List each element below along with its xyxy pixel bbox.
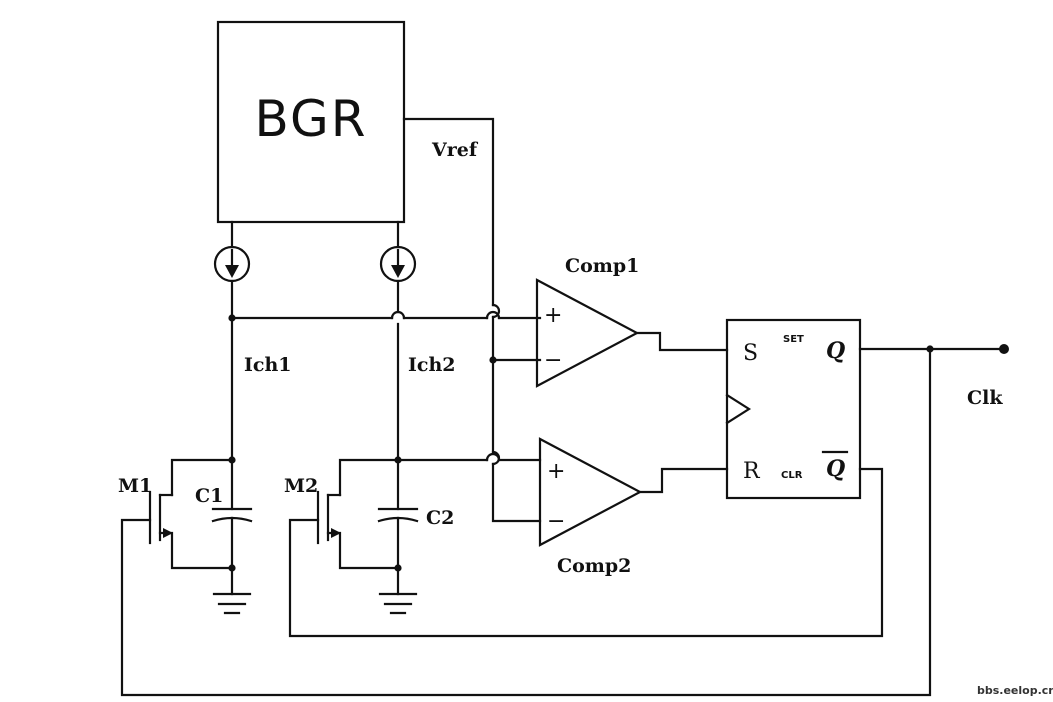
clk-terminal-dot	[999, 344, 1009, 354]
sr-flipflop: S SET Q R CLR Q	[725, 318, 862, 500]
watermark: bbs.eelop.cn	[977, 684, 1053, 697]
ff-qbar-pin: Q	[826, 456, 845, 482]
clk-label: Clk	[967, 387, 1003, 409]
comparator-1: + − Comp1	[535, 255, 729, 388]
ff-clr-label: CLR	[781, 470, 803, 481]
vref-junction-dot	[489, 356, 497, 364]
c1-capacitor: C1	[195, 458, 253, 596]
ground-1	[212, 592, 252, 615]
ff-s-pin: S	[743, 341, 758, 366]
ground-2	[378, 592, 418, 615]
vref-wire: Vref	[402, 117, 542, 523]
m1-label: M1	[118, 475, 152, 497]
c1-label: C1	[195, 485, 223, 507]
comp2-label: Comp2	[557, 555, 631, 577]
comparator-2: + − Comp2	[538, 437, 729, 577]
m2-transistor: M2	[284, 458, 884, 638]
ich2-wire: Ich2	[394, 279, 542, 464]
ich2-label: Ich2	[408, 354, 456, 376]
bgr-block: BGR	[216, 20, 406, 224]
comp1-plus-sign: +	[544, 303, 562, 328]
comp1-label: Comp1	[565, 255, 639, 277]
comp2-plus-sign: +	[547, 459, 565, 484]
c2-capacitor: C2	[377, 458, 454, 596]
current-source-1	[213, 220, 251, 320]
comp2-minus-sign: −	[547, 509, 565, 534]
vref-label: Vref	[431, 139, 479, 161]
bgr-label: BGR	[255, 90, 368, 148]
ff-set-label: SET	[783, 334, 804, 345]
ich1-wire: Ich1	[228, 310, 542, 462]
clk-output: Clk	[858, 344, 1009, 409]
q-junction-dot	[926, 345, 934, 353]
current-source-2	[379, 220, 417, 283]
ff-r-pin: R	[743, 459, 761, 484]
c2-label: C2	[426, 507, 454, 529]
m2-label: M2	[284, 475, 318, 497]
m1-transistor: M1	[118, 347, 932, 697]
comp1-minus-sign: −	[544, 348, 562, 373]
ich1-label: Ich1	[244, 354, 292, 376]
ff-q-pin: Q	[826, 338, 845, 364]
